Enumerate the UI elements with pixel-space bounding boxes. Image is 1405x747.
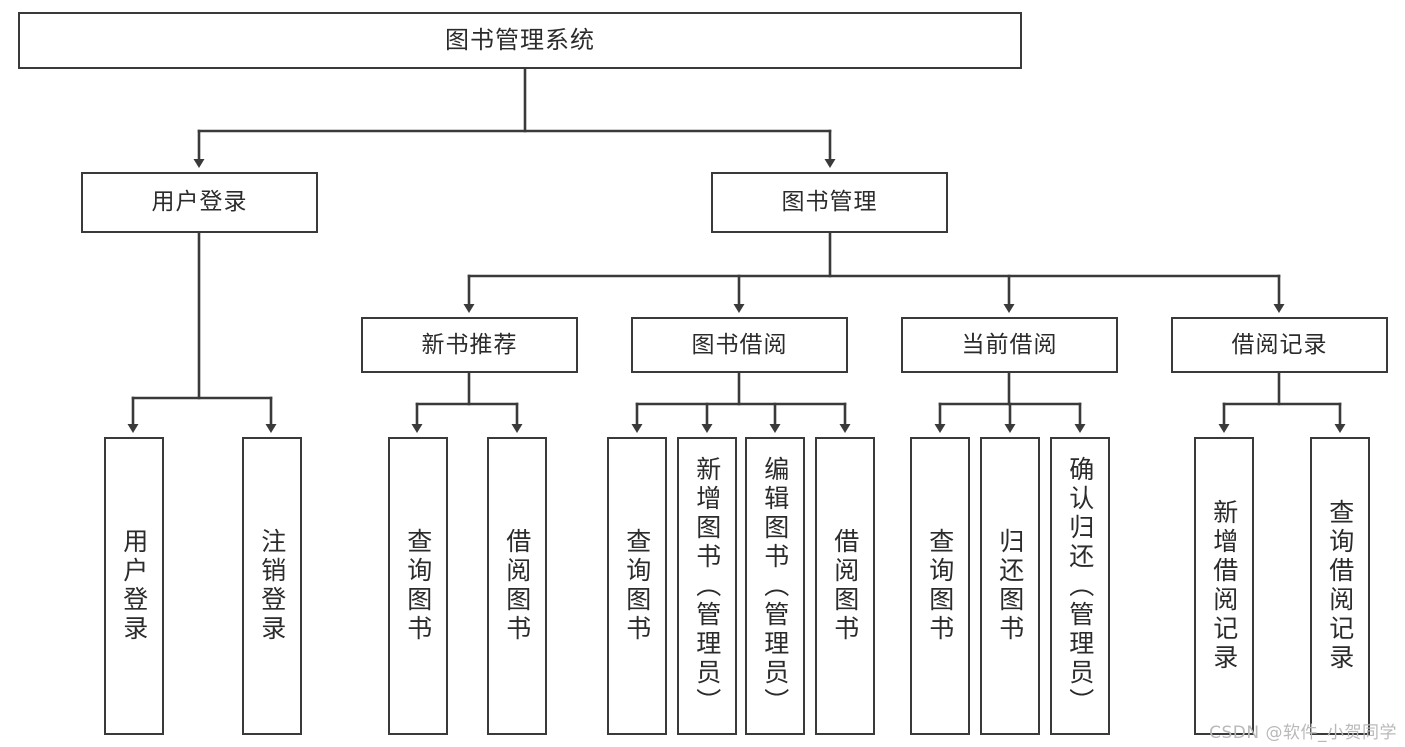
node-leaf-query-book-1-label: 查询图书 <box>403 528 433 644</box>
node-leaf-edit-book-label: 编辑图书（管理员） <box>760 455 790 717</box>
node-leaf-user-login[interactable]: 用户登录 <box>104 437 164 735</box>
node-new-book-recommend-label: 新书推荐 <box>421 331 518 358</box>
node-leaf-query-book-1[interactable]: 查询图书 <box>388 437 448 735</box>
node-leaf-query-record-label: 查询借阅记录 <box>1325 499 1355 673</box>
node-borrow-record-label: 借阅记录 <box>1231 331 1328 358</box>
node-leaf-logout-login-label: 注销登录 <box>257 528 287 644</box>
node-book-borrow[interactable]: 图书借阅 <box>631 317 848 373</box>
node-leaf-query-book-3[interactable]: 查询图书 <box>910 437 970 735</box>
node-leaf-query-book-2-label: 查询图书 <box>622 528 652 644</box>
node-leaf-query-book-2[interactable]: 查询图书 <box>607 437 667 735</box>
node-book-management-label: 图书管理 <box>781 189 878 216</box>
node-leaf-add-record-label: 新增借阅记录 <box>1209 499 1239 673</box>
node-leaf-user-login-label: 用户登录 <box>119 528 149 644</box>
node-new-book-recommend[interactable]: 新书推荐 <box>361 317 578 373</box>
node-user-login[interactable]: 用户登录 <box>81 172 318 233</box>
node-leaf-return-book-label: 归还图书 <box>995 528 1025 644</box>
node-leaf-confirm-return[interactable]: 确认归还（管理员） <box>1050 437 1110 735</box>
node-leaf-logout-login[interactable]: 注销登录 <box>242 437 302 735</box>
node-leaf-borrow-book-1[interactable]: 借阅图书 <box>487 437 547 735</box>
node-book-management[interactable]: 图书管理 <box>711 172 948 233</box>
node-current-borrow-label: 当前借阅 <box>961 331 1058 358</box>
node-leaf-edit-book[interactable]: 编辑图书（管理员） <box>745 437 805 735</box>
node-leaf-confirm-return-label: 确认归还（管理员） <box>1065 455 1095 717</box>
node-book-borrow-label: 图书借阅 <box>691 331 788 358</box>
node-borrow-record[interactable]: 借阅记录 <box>1171 317 1388 373</box>
node-leaf-borrow-book-2-label: 借阅图书 <box>830 528 860 644</box>
node-leaf-add-book[interactable]: 新增图书（管理员） <box>677 437 737 735</box>
node-root[interactable]: 图书管理系统 <box>18 12 1022 69</box>
node-user-login-label: 用户登录 <box>151 189 248 216</box>
node-root-label: 图书管理系统 <box>445 25 595 54</box>
node-leaf-query-record[interactable]: 查询借阅记录 <box>1310 437 1370 735</box>
node-leaf-add-book-label: 新增图书（管理员） <box>692 455 722 717</box>
node-leaf-return-book[interactable]: 归还图书 <box>980 437 1040 735</box>
node-leaf-add-record[interactable]: 新增借阅记录 <box>1194 437 1254 735</box>
node-current-borrow[interactable]: 当前借阅 <box>901 317 1118 373</box>
node-leaf-borrow-book-1-label: 借阅图书 <box>502 528 532 644</box>
node-leaf-borrow-book-2[interactable]: 借阅图书 <box>815 437 875 735</box>
node-leaf-query-book-3-label: 查询图书 <box>925 528 955 644</box>
